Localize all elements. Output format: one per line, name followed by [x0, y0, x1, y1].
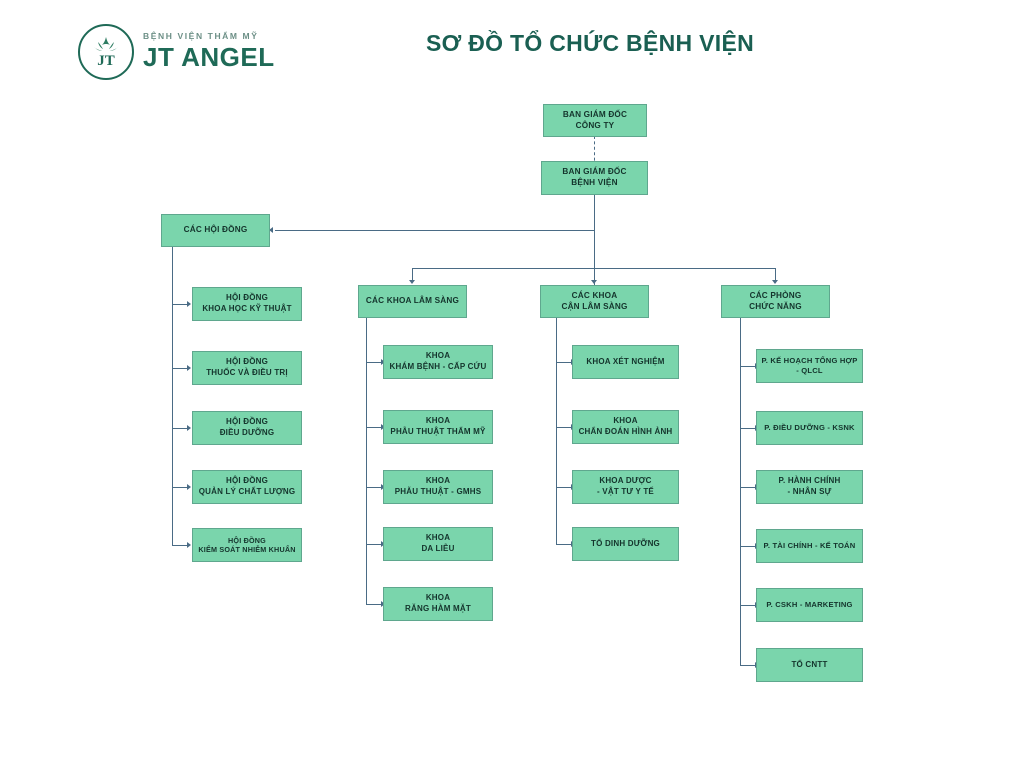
connector-to-councils: [275, 230, 594, 231]
node-hoi-dong-dieu-duong[interactable]: HỘI ĐỒNG ĐIỀU DƯỠNG: [192, 411, 302, 445]
node-hoi-dong-quan-ly-chat-luong[interactable]: HỘI ĐỒNG QUẢN LÝ CHẤT LƯỢNG: [192, 470, 302, 504]
node-ban-giam-doc-benh-vien[interactable]: BAN GIÁM ĐỐC BỆNH VIỆN: [541, 161, 648, 195]
connector-drop-functional: [775, 268, 776, 282]
node-khoa-phau-thuat-tham-my[interactable]: KHOA PHẪU THUẬT THẨM MỸ: [383, 410, 493, 444]
connector-branch-functional-3: [740, 487, 756, 488]
arrow-council-4: [187, 484, 191, 490]
connector-hospital-spine: [594, 194, 595, 289]
node-cac-khoa-lam-sang[interactable]: CÁC KHOA LÂM SÀNG: [358, 285, 467, 318]
connector-branch-functional-6: [740, 665, 756, 666]
connector-spine-paraclinical: [556, 318, 557, 545]
arrow-drop-functional: [772, 280, 778, 284]
arrow-council-2: [187, 365, 191, 371]
node-label: KHOA RĂNG HÀM MẶT: [405, 593, 471, 613]
arrow-council-3: [187, 425, 191, 431]
connector-branch-paraclinical-1: [556, 362, 572, 363]
arrow-council-5: [187, 542, 191, 548]
connector-branch-clinical-4: [366, 544, 382, 545]
node-hoi-dong-thuoc-va-dieu-tri[interactable]: HỘI ĐỒNG THUỐC VÀ ĐIỀU TRỊ: [192, 351, 302, 385]
node-label: KHOA XÉT NGHIỆM: [586, 356, 665, 366]
node-hoi-dong-kiem-soat-nhiem-khuan[interactable]: HỘI ĐỒNG KIỂM SOÁT NHIỄM KHUẨN: [192, 528, 302, 562]
node-label: P. ĐIỀU DƯỠNG - KSNK: [764, 422, 855, 432]
node-label: KHOA KHÁM BỆNH - CẤP CỨU: [389, 351, 487, 371]
node-ban-giam-doc-cong-ty[interactable]: BAN GIÁM ĐỐC CÔNG TY: [543, 104, 647, 137]
connector-branch-council-5: [172, 545, 188, 546]
node-khoa-duoc-vat-tu-y-te[interactable]: KHOA DƯỢC - VẬT TƯ Y TẾ: [572, 470, 679, 504]
connector-branch-council-3: [172, 428, 188, 429]
node-label: CÁC KHOA CẬN LÂM SÀNG: [561, 290, 628, 311]
node-to-cntt[interactable]: TỔ CNTT: [756, 648, 863, 682]
connector-spine-clinical: [366, 318, 367, 605]
node-label: P. KẾ HOẠCH TỔNG HỢP - QLCL: [761, 355, 858, 375]
node-p-dieu-duong-ksnk[interactable]: P. ĐIỀU DƯỠNG - KSNK: [756, 411, 863, 445]
connector-branch-clinical-5: [366, 604, 382, 605]
node-label: HỘI ĐỒNG QUẢN LÝ CHẤT LƯỢNG: [198, 476, 296, 496]
node-label: KHOA PHẪU THUẬT - GMHS: [394, 476, 482, 496]
node-label: P. TÀI CHÍNH - KẾ TOÁN: [763, 540, 856, 550]
node-khoa-xet-nghiem[interactable]: KHOA XÉT NGHIỆM: [572, 345, 679, 379]
node-label: KHOA CHẨN ĐOÁN HÌNH ẢNH: [578, 416, 673, 436]
node-khoa-chan-doan-hinh-anh[interactable]: KHOA CHẨN ĐOÁN HÌNH ẢNH: [572, 410, 679, 444]
connector-branch-council-2: [172, 368, 188, 369]
connector-bus-columns: [412, 268, 775, 269]
node-label: CÁC HỘI ĐỒNG: [183, 225, 248, 235]
node-p-hanh-chinh-nhan-su[interactable]: P. HÀNH CHÍNH - NHÂN SỰ: [756, 470, 863, 504]
logo-brand-name: JT ANGEL: [143, 41, 275, 72]
connector-branch-functional-5: [740, 605, 756, 606]
node-label: HỘI ĐỒNG KHOA HỌC KỸ THUẬT: [202, 293, 292, 313]
arrow-drop-clinical: [409, 280, 415, 284]
arrow-drop-paraclinical: [591, 280, 597, 284]
connector-branch-functional-1: [740, 366, 756, 367]
connector-branch-clinical-1: [366, 362, 382, 363]
connector-spine-councils: [172, 247, 173, 545]
connector-branch-council-4: [172, 487, 188, 488]
node-label: P. CSKH - MARKETING: [766, 599, 853, 609]
connector-branch-paraclinical-4: [556, 544, 572, 545]
node-to-dinh-duong[interactable]: TỔ DINH DƯỠNG: [572, 527, 679, 561]
arrow-to-councils: [269, 227, 273, 233]
node-p-cskh-marketing[interactable]: P. CSKH - MARKETING: [756, 588, 863, 622]
page-title: SƠ ĐỒ TỔ CHỨC BỆNH VIỆN: [425, 30, 754, 56]
node-label: KHOA DƯỢC - VẬT TƯ Y TẾ: [597, 476, 654, 496]
connector-drop-clinical: [412, 268, 413, 282]
connector-branch-functional-2: [740, 428, 756, 429]
svg-text:JT: JT: [97, 53, 115, 69]
node-khoa-phau-thuat-gmhs[interactable]: KHOA PHẪU THUẬT - GMHS: [383, 470, 493, 504]
arrow-council-1: [187, 301, 191, 307]
connector-branch-council-1: [172, 304, 188, 305]
node-cac-khoa-can-lam-sang[interactable]: CÁC KHOA CẬN LÂM SÀNG: [540, 285, 649, 318]
node-label: CÁC PHÒNG CHỨC NĂNG: [749, 290, 802, 311]
node-label: BAN GIÁM ĐỐC BỆNH VIỆN: [562, 167, 627, 187]
node-label: KHOA PHẪU THUẬT THẨM MỸ: [390, 416, 486, 436]
node-label: P. HÀNH CHÍNH - NHÂN SỰ: [778, 476, 841, 496]
node-khoa-da-lieu[interactable]: KHOA DA LIỄU: [383, 527, 493, 561]
node-khoa-kham-benh-cap-cuu[interactable]: KHOA KHÁM BỆNH - CẤP CỨU: [383, 345, 493, 379]
node-p-ke-hoach-tong-hop-qlcl[interactable]: P. KẾ HOẠCH TỔNG HỢP - QLCL: [756, 349, 863, 383]
node-cac-phong-chuc-nang[interactable]: CÁC PHÒNG CHỨC NĂNG: [721, 285, 830, 318]
logo-tagline: BỆNH VIỆN THẨM MỸ: [143, 31, 259, 42]
node-khoa-rang-ham-mat[interactable]: KHOA RĂNG HÀM MẶT: [383, 587, 493, 621]
connector-branch-functional-4: [740, 546, 756, 547]
node-label: HỘI ĐỒNG KIỂM SOÁT NHIỄM KHUẨN: [198, 535, 296, 555]
connector-branch-clinical-2: [366, 427, 382, 428]
node-label: TỔ CNTT: [791, 659, 828, 669]
connector-spine-functional: [740, 318, 741, 665]
node-label: CÁC KHOA LÂM SÀNG: [365, 296, 460, 306]
node-p-tai-chinh-ke-toan[interactable]: P. TÀI CHÍNH - KẾ TOÁN: [756, 529, 863, 563]
node-label: KHOA DA LIỄU: [421, 533, 455, 553]
brand-logo: JT BỆNH VIỆN THẨM MỸ JT ANGEL: [78, 23, 293, 80]
node-label: BAN GIÁM ĐỐC CÔNG TY: [562, 109, 628, 130]
node-hoi-dong-khoa-hoc-ky-thuat[interactable]: HỘI ĐỒNG KHOA HỌC KỸ THUẬT: [192, 287, 302, 321]
connector-branch-clinical-3: [366, 487, 382, 488]
logo-monogram-icon: JT: [78, 23, 134, 80]
node-label: HỘI ĐỒNG THUỐC VÀ ĐIỀU TRỊ: [206, 357, 288, 377]
connector-branch-paraclinical-2: [556, 427, 572, 428]
node-label: HỘI ĐỒNG ĐIỀU DƯỠNG: [219, 417, 275, 437]
node-label: TỔ DINH DƯỠNG: [591, 538, 660, 548]
connector-branch-paraclinical-3: [556, 487, 572, 488]
connector-root-to-hospital: [594, 136, 595, 166]
node-cac-hoi-dong[interactable]: CÁC HỘI ĐỒNG: [161, 214, 270, 247]
